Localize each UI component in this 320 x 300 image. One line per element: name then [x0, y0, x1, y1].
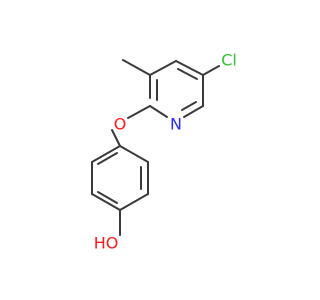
bond-c4-c5 — [175, 60, 204, 76]
bond-n-c2 — [149, 105, 168, 118]
bond-c4-c5 — [91, 193, 121, 211]
pyridine-ring — [149, 60, 204, 118]
nitrogen-label: N — [170, 115, 182, 134]
bond-c3-c4 — [119, 193, 149, 211]
bond-c4-c5-inner — [97, 191, 118, 204]
bond-c2-o — [127, 105, 151, 119]
bond-c4-c5-inner — [177, 68, 198, 80]
bond-c1-c2 — [119, 145, 149, 163]
bond-c6-c1 — [91, 145, 121, 163]
hydroxyl-label: HO — [94, 234, 119, 253]
chlorine-label: Cl — [221, 51, 237, 70]
bond-c6-n-inner — [181, 101, 197, 111]
chemical-structure: Cl O N HO — [91, 51, 237, 253]
bond-c6-c1-inner — [97, 152, 118, 165]
ether-oxygen-label: O — [114, 115, 127, 134]
bond-c5-cl — [202, 65, 220, 76]
bond-c6-n — [183, 105, 204, 118]
bond-c3-c4 — [149, 60, 177, 76]
bond-o-c1prime — [111, 129, 121, 147]
phenol-ring — [91, 145, 149, 211]
bond-methyl — [122, 59, 151, 76]
